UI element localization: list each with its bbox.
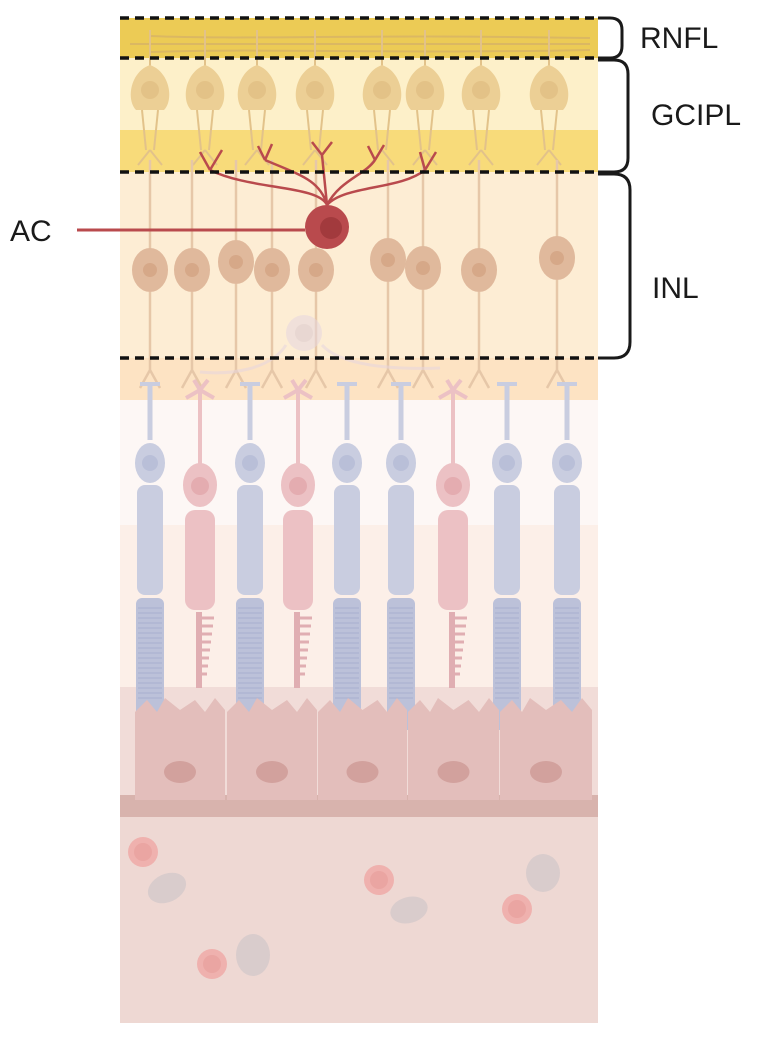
nerve-fibers [130, 35, 591, 53]
ganglion-cell [295, 30, 335, 166]
rpe-cell [135, 698, 225, 800]
layer-braces [598, 16, 632, 360]
gcipl-brace [598, 58, 630, 174]
ganglion-cells [130, 30, 569, 166]
ganglion-cell [237, 30, 277, 166]
bipolar-cell [254, 160, 290, 389]
red-blood-cell [197, 949, 227, 979]
bipolar-cell [174, 160, 210, 389]
bipolar-cell [370, 160, 406, 389]
rod-cell [332, 382, 362, 730]
rod-cell [492, 382, 522, 730]
bipolar-cell [298, 160, 334, 389]
red-blood-cell [128, 837, 158, 867]
cone-cell [436, 378, 470, 688]
white-blood-cell [390, 896, 428, 924]
ganglion-cell [185, 30, 225, 166]
ganglion-cell [362, 30, 402, 166]
inl-brace [598, 172, 632, 360]
rnfl-brace [598, 16, 624, 60]
rod-cell [552, 382, 582, 730]
bipolar-cell [461, 160, 497, 389]
rpe-cells [135, 698, 592, 800]
rod-cell [235, 382, 265, 730]
red-blood-cell [364, 865, 394, 895]
photoreceptors [135, 378, 582, 730]
gcipl-label: GCIPL [651, 99, 741, 132]
rpe-cell [500, 698, 592, 800]
ganglion-cell [529, 30, 569, 166]
bipolar-cell [405, 160, 441, 389]
cone-cell [183, 378, 217, 688]
white-blood-cell [526, 854, 560, 892]
horizontal-cell [199, 315, 441, 375]
red-blood-cell [502, 894, 532, 924]
rpe-cell [227, 698, 317, 800]
ac-label: AC [10, 215, 52, 248]
inl-label: INL [652, 272, 699, 305]
ganglion-cell [130, 30, 170, 166]
white-blood-cell [236, 934, 270, 976]
rod-cell [386, 382, 416, 730]
bipolar-cell [218, 160, 254, 389]
layer-boundaries [120, 16, 598, 360]
rnfl-label: RNFL [640, 22, 718, 55]
amacrine-cell [77, 141, 438, 249]
choroid-cells [128, 837, 560, 979]
bruch-membrane [120, 795, 598, 817]
bipolar-cell [539, 160, 575, 389]
ganglion-cell [461, 30, 501, 166]
rpe-cell [318, 698, 407, 800]
bipolar-cells [132, 160, 575, 389]
ganglion-cell [405, 30, 445, 166]
rpe-cell [408, 698, 499, 800]
white-blood-cell [147, 872, 187, 904]
cone-cell [281, 378, 315, 688]
rod-cell [135, 382, 165, 730]
